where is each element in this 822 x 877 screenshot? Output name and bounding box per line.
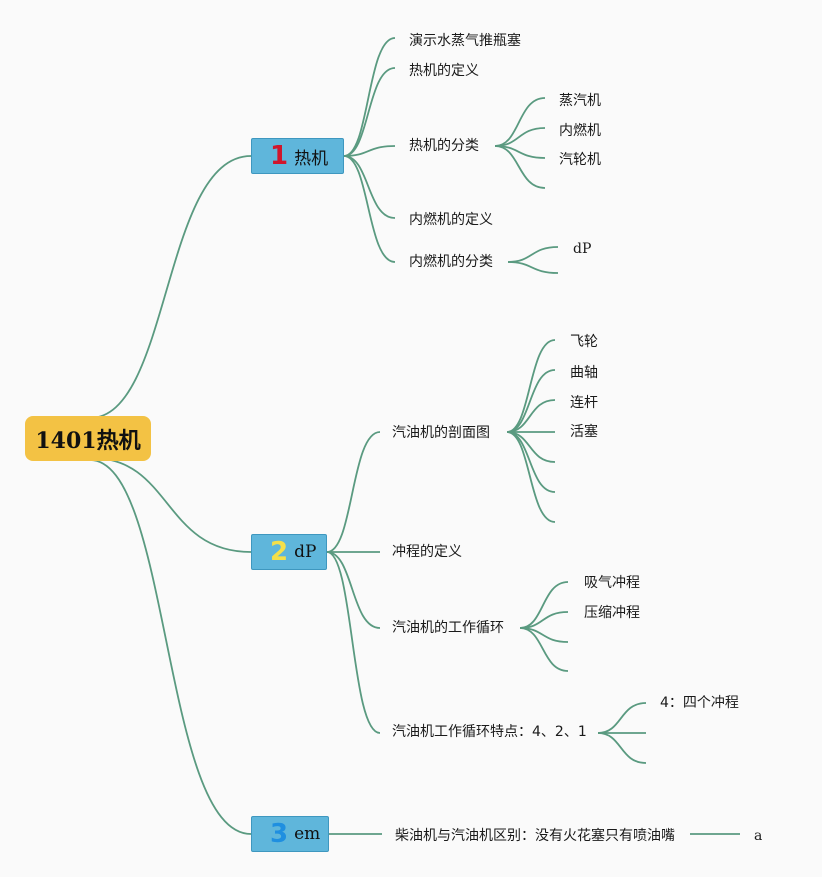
link-b1-topic-2 — [343, 145, 396, 157]
subtopic-crankshaft[interactable]: 曲轴 — [570, 365, 598, 381]
branch-label-1: 热机 — [294, 148, 329, 169]
link-root-branch-3 — [89, 459, 252, 835]
topic-ice-types[interactable]: 内燃机的分类 — [409, 254, 493, 270]
branch-node-2[interactable]: 2 dP — [251, 534, 327, 570]
link-cycle-child-0 — [519, 581, 569, 629]
link-section-child-0 — [506, 339, 556, 433]
link-b1-topic-1 — [343, 67, 396, 157]
subtopic-steam-turbine[interactable]: 汽轮机 — [559, 152, 601, 168]
subtopic-steam-engine[interactable]: 蒸汽机 — [559, 93, 601, 109]
topic-ice-definition[interactable]: 内燃机的定义 — [409, 212, 493, 228]
branch-number-1: 1 — [270, 141, 289, 171]
topic-diesel-vs-gasoline[interactable]: 柴油机与汽油机区别：没有火花塞只有喷油嘴 — [395, 828, 675, 844]
branch-label-2: dP — [294, 542, 317, 562]
root-node[interactable]: 1401热机 — [25, 416, 151, 461]
topic-cycle-features[interactable]: 汽油机工作循环特点：4、2、1 — [392, 724, 587, 740]
root-label: 1401热机 — [35, 427, 141, 454]
subtopic-internal-combustion[interactable]: 内燃机 — [559, 123, 601, 139]
topic-demo-steam[interactable]: 演示水蒸气推瓶塞 — [409, 33, 521, 49]
branch-node-1[interactable]: 1 热机 — [251, 138, 344, 174]
branch-node-3[interactable]: 3 em — [251, 816, 329, 852]
link-section-child-2 — [506, 399, 556, 433]
link-b2-topic-2 — [326, 551, 381, 629]
subtopic-flywheel[interactable]: 飞轮 — [570, 334, 598, 350]
link-b1-topic-4 — [343, 155, 396, 263]
link-b1-topic-3 — [343, 155, 396, 219]
link-root-branch-1 — [89, 155, 252, 419]
link-b2-topic-0 — [326, 431, 381, 553]
link-ice-types-child-1 — [507, 261, 559, 274]
link-features-child-2 — [597, 732, 647, 764]
link-features-child-0 — [597, 702, 647, 734]
link-root-branch-2 — [91, 457, 252, 553]
subtopic-four-strokes[interactable]: 4：四个冲程 — [660, 695, 739, 711]
subtopic-piston[interactable]: 活塞 — [570, 424, 598, 440]
branch-number-2: 2 — [270, 537, 289, 567]
branch-number-3: 3 — [270, 819, 289, 849]
topic-heat-engine-definition[interactable]: 热机的定义 — [409, 63, 479, 79]
subtopic-compression-stroke[interactable]: 压缩冲程 — [584, 605, 640, 621]
link-types-child-0 — [494, 97, 546, 147]
link-section-child-1 — [506, 369, 556, 433]
topic-gasoline-cross-section[interactable]: 汽油机的剖面图 — [392, 425, 490, 441]
link-b1-topic-0 — [343, 37, 396, 157]
topic-heat-engine-types[interactable]: 热机的分类 — [409, 138, 479, 154]
branch-label-3: em — [294, 824, 321, 844]
subtopic-connecting-rod[interactable]: 连杆 — [570, 395, 598, 411]
link-section-child-6 — [506, 431, 556, 523]
subtopic-intake-stroke[interactable]: 吸气冲程 — [584, 575, 640, 591]
topic-stroke-definition[interactable]: 冲程的定义 — [392, 544, 462, 560]
link-types-child-3 — [494, 145, 546, 189]
link-b2-topic-3 — [326, 551, 381, 734]
link-ice-types-child-0 — [507, 246, 559, 263]
link-cycle-child-3 — [519, 627, 569, 672]
topic-gasoline-cycle[interactable]: 汽油机的工作循环 — [392, 620, 504, 636]
subtopic-dp[interactable]: dP — [573, 241, 592, 257]
subtopic-a[interactable]: a — [754, 828, 763, 844]
